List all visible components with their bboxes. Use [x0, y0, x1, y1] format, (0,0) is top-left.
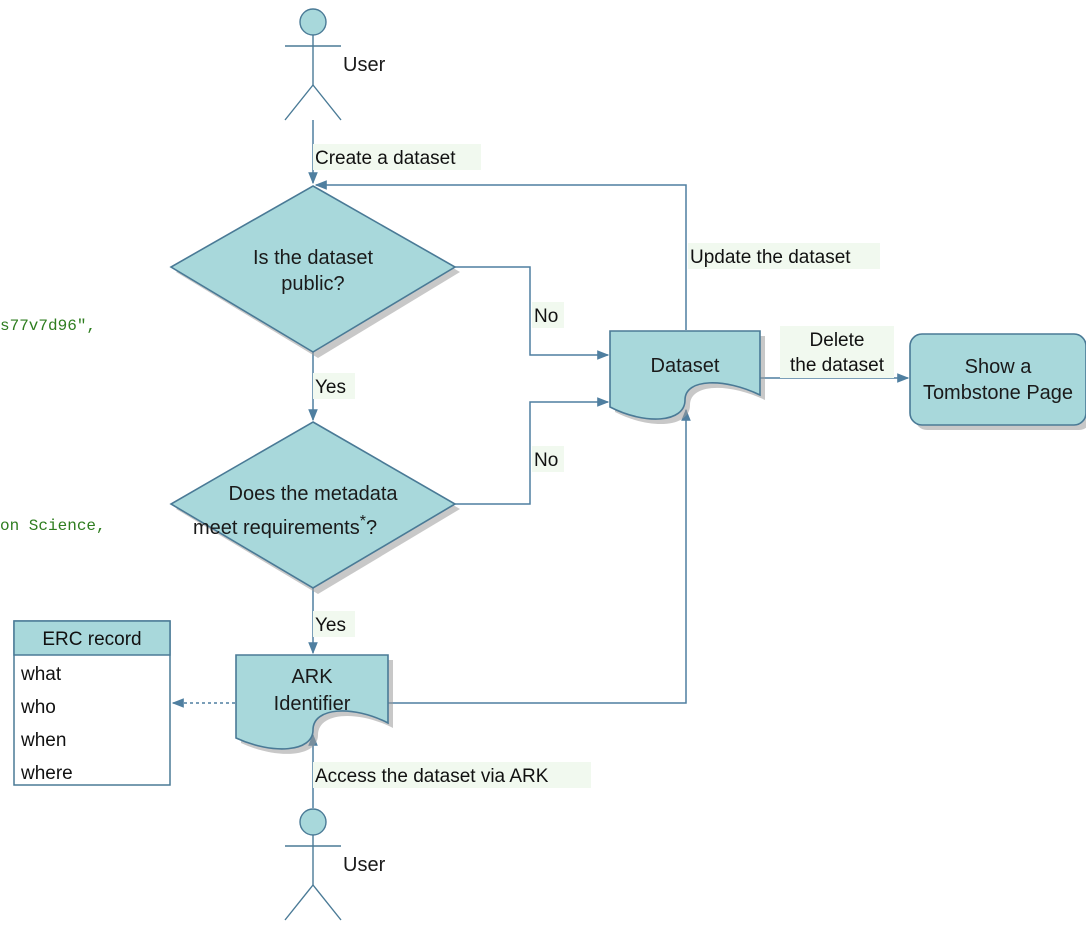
actor-leg-left: [284, 84, 314, 121]
edge-label-no-1: No: [532, 302, 564, 328]
actor-leg-left: [284, 884, 314, 921]
erc-field-what: what: [20, 664, 62, 685]
decision-public-line1: Is the dataset: [253, 247, 374, 269]
ark-line2: Identifier: [274, 693, 351, 715]
decision-metadata-line2: meet requirements*?: [193, 513, 377, 539]
edge-label-delete-line2: the dataset: [790, 355, 885, 376]
edge-label-yes-2-text: Yes: [315, 615, 346, 636]
edge-label-no-1-text: No: [534, 306, 558, 327]
actor-user-top: User: [284, 8, 386, 121]
decision-metadata-line1: Does the metadata: [229, 483, 399, 505]
erc-field-when: when: [20, 730, 66, 751]
tombstone-shape: [909, 333, 1086, 426]
erc-field-where: where: [20, 763, 73, 784]
actor-label-bottom: User: [343, 854, 386, 876]
decision-metadata: Does the metadata meet requirements*?: [169, 421, 460, 594]
edge-label-create: Create a dataset: [313, 144, 481, 170]
edge-no-public: [455, 266, 610, 360]
edge-label-update: Update the dataset: [688, 243, 880, 269]
edge-label-yes-1-text: Yes: [315, 377, 346, 398]
actor-leg-right: [312, 884, 342, 921]
tombstone-line2: Tombstone Page: [923, 382, 1073, 404]
erc-field-who: who: [20, 697, 56, 718]
actor-head: [299, 808, 327, 836]
actor-label-top: User: [343, 54, 386, 76]
edge-label-no-2-text: No: [534, 450, 558, 471]
edge-label-yes-1: Yes: [313, 373, 355, 399]
decision-metadata-question: ?: [366, 517, 377, 539]
decision-public-line2: public?: [281, 273, 344, 295]
dataset-shape: [609, 330, 761, 420]
actor-leg-right: [312, 84, 342, 121]
ark-shape: [235, 654, 389, 750]
edge-label-update-text: Update the dataset: [690, 247, 851, 268]
code-fragment-1: s77v7d96",: [0, 317, 96, 335]
decision-public-diamond: [169, 185, 457, 353]
node-tombstone: Show a Tombstone Page: [909, 333, 1086, 430]
decision-metadata-line2-text: meet requirements: [193, 517, 360, 539]
edge-label-yes-2: Yes: [313, 611, 355, 637]
edge-ark-to-dataset: [388, 408, 691, 704]
edge-label-delete-line1: Delete: [810, 330, 865, 351]
edge-label-access-text: Access the dataset via ARK: [315, 766, 549, 787]
edge-label-create-text: Create a dataset: [315, 148, 456, 169]
actor-user-bottom: User: [284, 808, 386, 921]
edge-no-metadata: [455, 397, 610, 505]
code-fragment-2: on Science,: [0, 517, 106, 535]
edge-label-no-2: No: [532, 446, 564, 472]
edge-label-access: Access the dataset via ARK: [313, 762, 591, 788]
erc-record-header: [13, 620, 171, 656]
dataset-label: Dataset: [651, 355, 720, 377]
decision-metadata-diamond: [169, 421, 457, 589]
erc-record-table: ERC record what who when where: [13, 620, 171, 786]
tombstone-line1: Show a: [965, 356, 1033, 378]
ark-line1: ARK: [291, 666, 333, 688]
edge-update-dataset: [314, 180, 687, 330]
decision-metadata-asterisk: *: [360, 513, 366, 530]
actor-head: [299, 8, 327, 36]
erc-record-title: ERC record: [42, 629, 141, 650]
node-dataset: Dataset: [609, 330, 765, 425]
edge-label-delete: Delete the dataset: [780, 326, 894, 378]
decision-public: Is the dataset public?: [169, 185, 460, 358]
node-ark-identifier: ARK Identifier: [235, 654, 393, 754]
